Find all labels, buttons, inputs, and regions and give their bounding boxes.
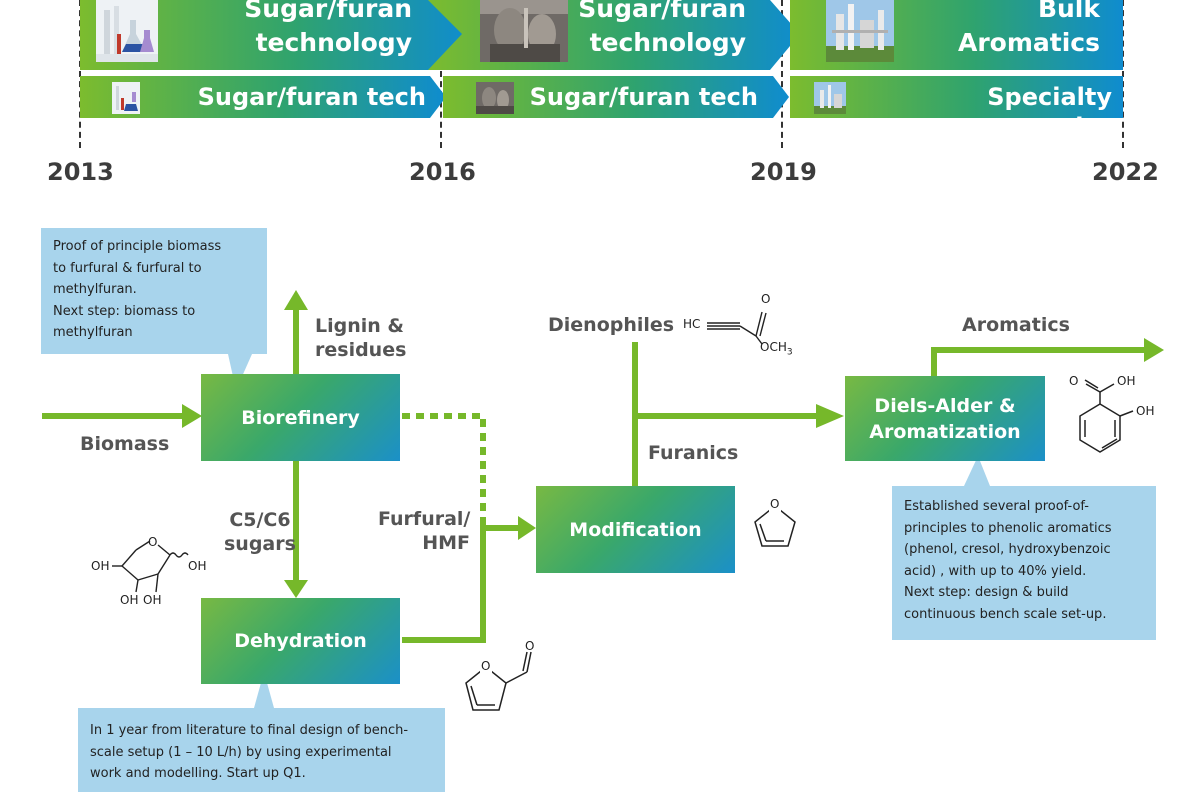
band-row2-2-label: Sugar/furan tech [529, 83, 758, 111]
refinery-plant-photo [814, 82, 846, 114]
year-label-2019: 2019 [750, 158, 817, 186]
band-row1-1 [80, 0, 470, 70]
arrowhead-biomass [182, 404, 202, 428]
band-row2-1-label: Sugar/furan tech [197, 83, 426, 111]
note-dehydration: In 1 year from literature to final desig… [78, 708, 445, 792]
diels-alder-box: Diels-Alder & Aromatization [845, 376, 1045, 461]
year-marker-2013 [79, 0, 81, 148]
sugar-ring-o: O [148, 535, 158, 549]
sugar-oh-bottom-right: OH [143, 593, 162, 607]
furan-o: O [770, 497, 780, 511]
furfural-ring-o: O [481, 659, 491, 673]
arrowhead-modification [518, 516, 536, 540]
c5-c6-sugars-label: C5/C6 sugars [224, 509, 296, 555]
modification-box: Modification [536, 486, 735, 573]
dehydration-box: Dehydration [201, 598, 400, 684]
biomass-label: Biomass [80, 433, 170, 455]
methyl-propiolate-hc: HC [683, 317, 701, 331]
note-diels-alder: Established several proof-of- principles… [892, 486, 1156, 640]
refinery-plant-photo [826, 0, 894, 62]
salicylic-carbonyl-o: O [1069, 374, 1079, 388]
furanics-label: Furanics [648, 442, 739, 464]
band-row2-3-label: Specialty aromatics [978, 83, 1112, 141]
lab-flasks-photo [96, 0, 158, 62]
furfural-hmf-label: Furfural/ HMF [378, 508, 471, 554]
year-marker-2016 [440, 0, 442, 148]
reactor-hall-photo [480, 0, 568, 62]
note-pointer-diels [964, 456, 990, 486]
methyl-propiolate-och3: OCH3 [760, 340, 793, 358]
lab-flasks-photo [112, 82, 140, 114]
band-row2-1 [80, 76, 446, 118]
band-row1-1-label: Sugar/furan technology [244, 0, 412, 57]
salicylic-phenol-oh: OH [1136, 404, 1155, 418]
year-marker-2022 [1122, 0, 1124, 148]
band-row2-2 [443, 76, 789, 118]
year-label-2013: 2013 [47, 158, 114, 186]
year-marker-2019 [781, 0, 783, 148]
note-pointer-dehydration [254, 672, 274, 708]
year-label-2016: 2016 [409, 158, 476, 186]
arrow-furfural-hmf [402, 525, 522, 643]
arrowhead-sugars [284, 580, 308, 598]
lignin-residues-label: Lignin & residues [315, 315, 407, 361]
arrowhead-diels [816, 404, 844, 428]
arrowhead-aromatics [1144, 338, 1164, 362]
reactor-hall-photo [476, 82, 514, 114]
dienophiles-label: Dienophiles [548, 314, 675, 336]
band-row1-2-label: Sugar/furan technology [578, 0, 746, 57]
sugar-oh-right: OH [188, 559, 207, 573]
aromatics-label: Aromatics [962, 314, 1070, 336]
year-label-2022: 2022 [1092, 158, 1159, 186]
band-row1-3-label: Bulk Aromatics [958, 0, 1100, 57]
methyl-propiolate-o: O [761, 292, 771, 306]
dashed-furfural-path [402, 413, 486, 528]
note-biorefinery: Proof of principle biomass to furfural &… [41, 228, 267, 354]
furfural-aldehyde-o: O [525, 639, 535, 653]
arrow-aromatics [931, 347, 1148, 376]
arrowhead-lignin [284, 290, 308, 310]
sugar-oh-bottom-left: OH [120, 593, 139, 607]
sugar-oh-left: OH [91, 559, 110, 573]
biorefinery-box: Biorefinery [201, 374, 400, 461]
salicylic-acid-oh: OH [1117, 374, 1136, 388]
